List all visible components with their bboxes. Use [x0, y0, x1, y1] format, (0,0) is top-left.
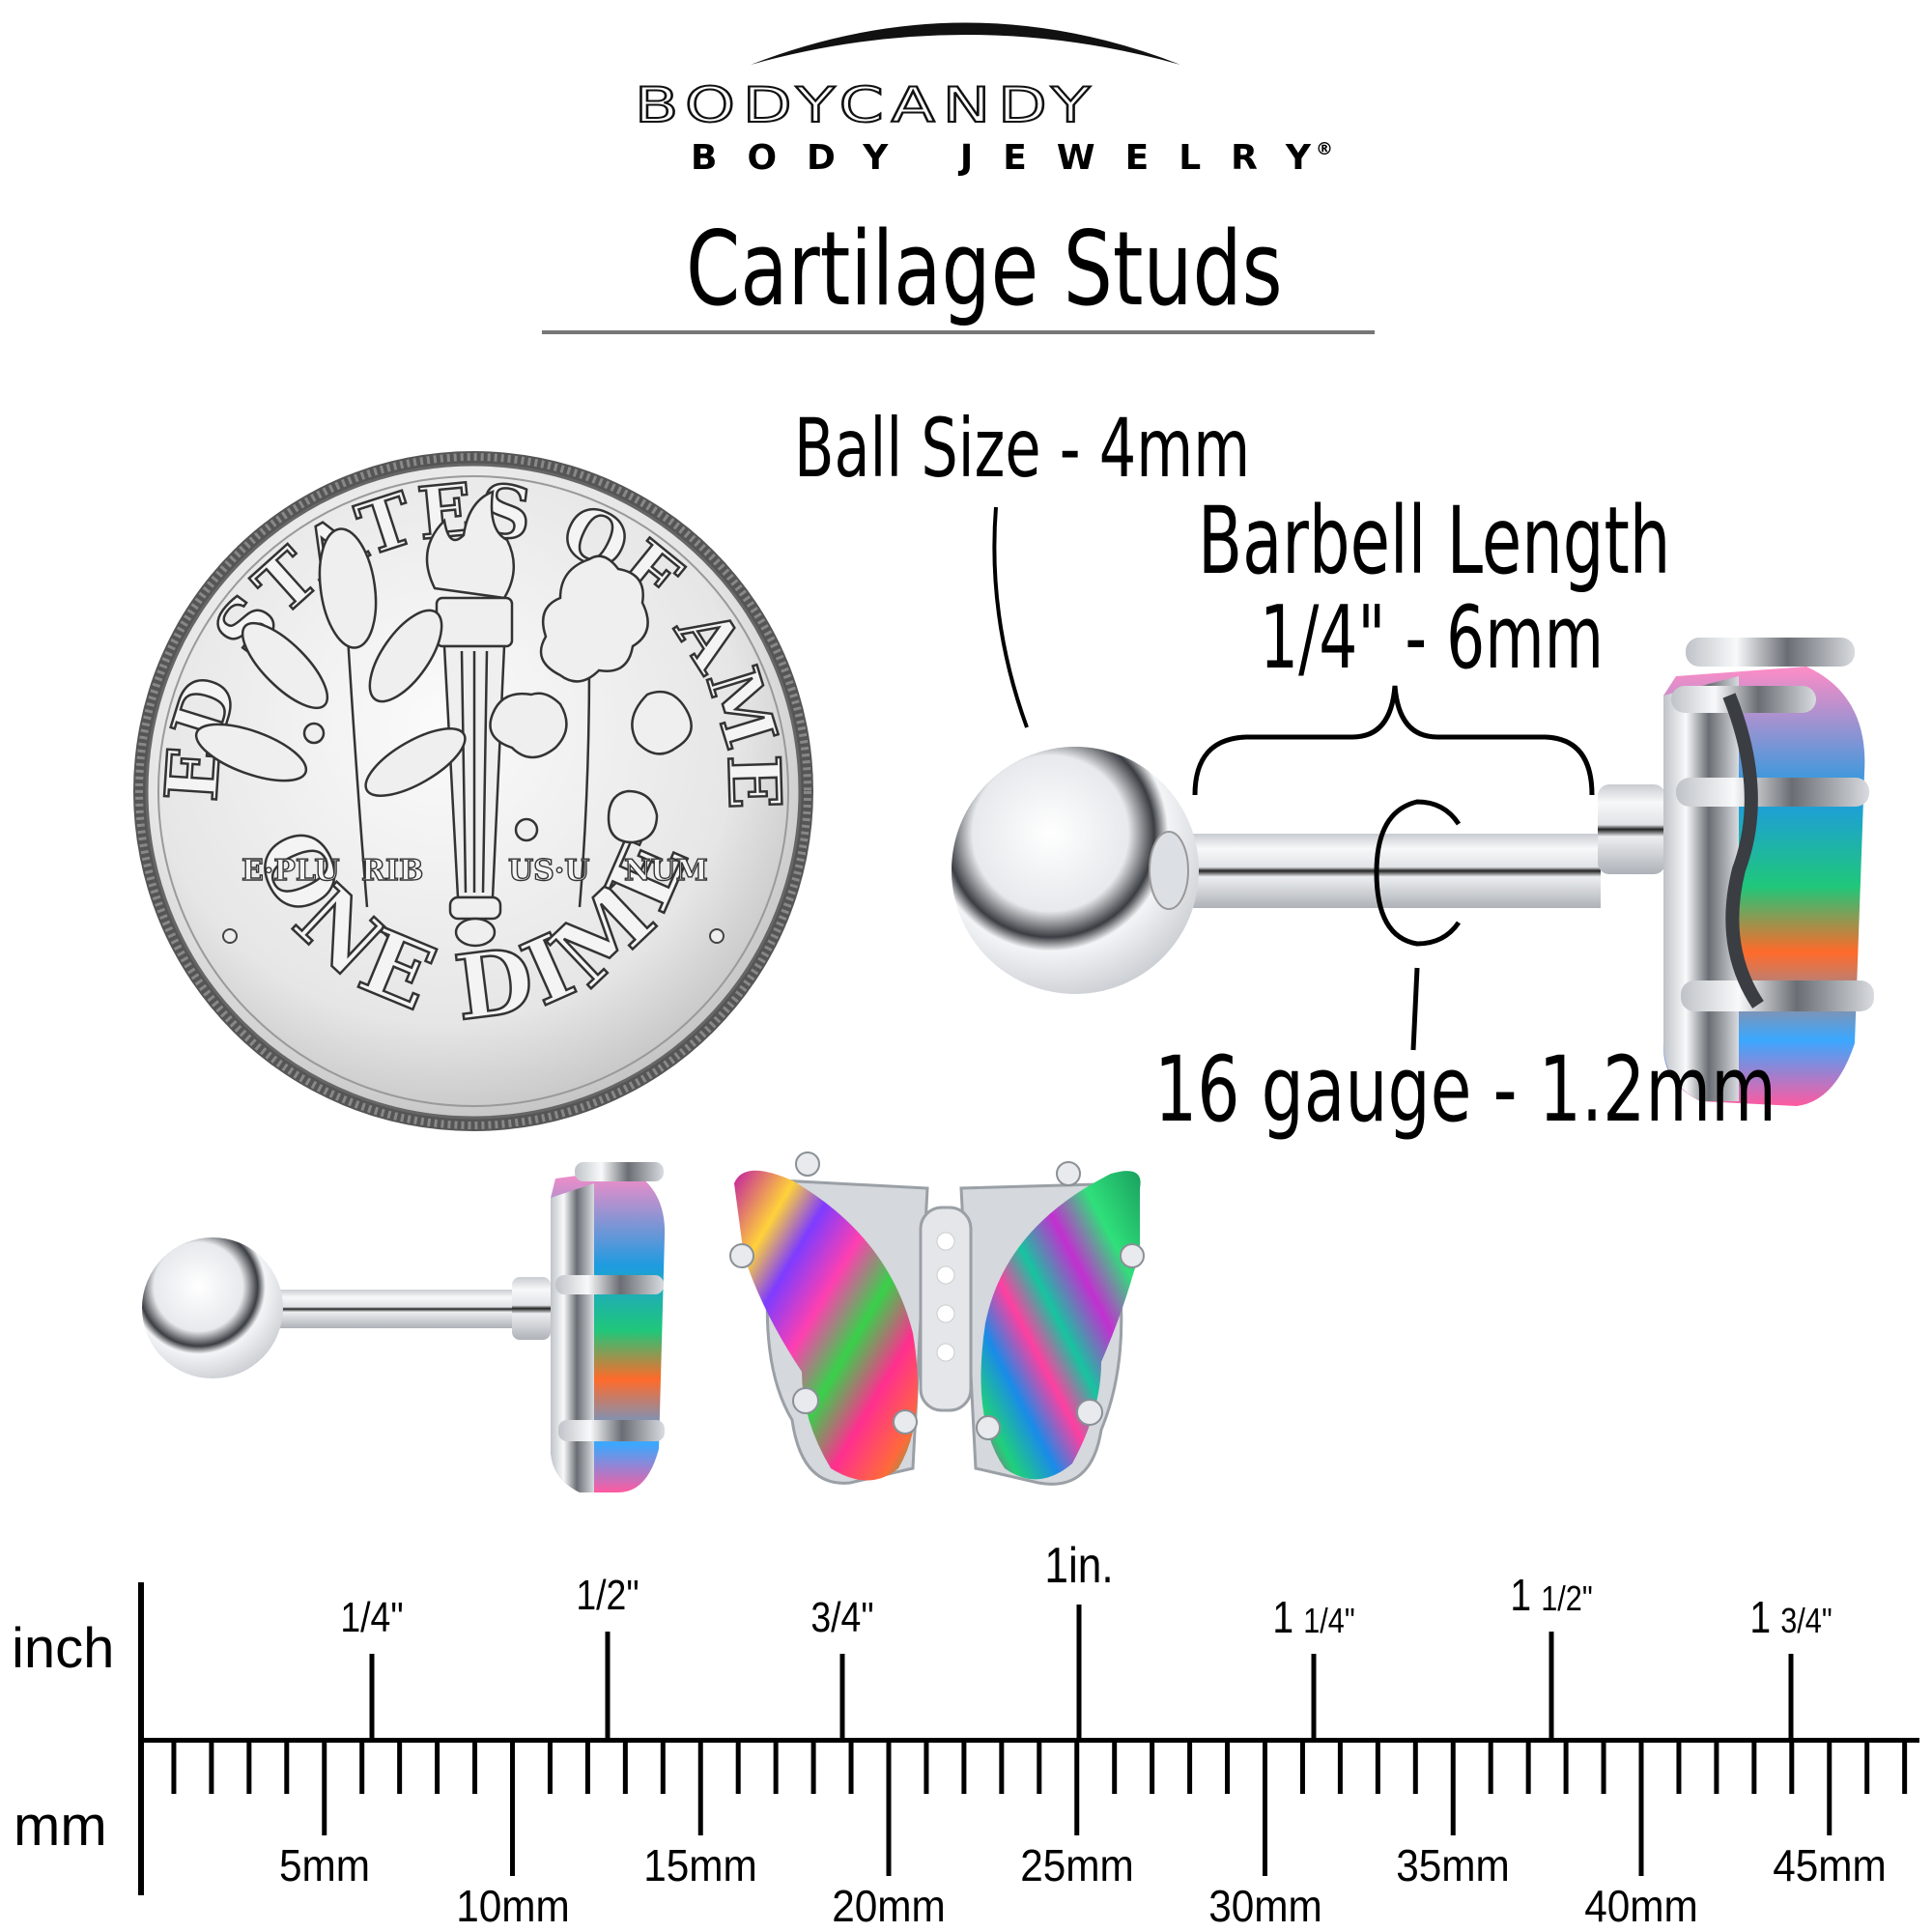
- olive-branch-icon: [194, 527, 467, 908]
- mm-label: 10mm: [455, 1881, 570, 1931]
- ruler-mm-label: mm: [14, 1795, 107, 1858]
- inch-label: 1/4": [340, 1594, 404, 1641]
- inch-label: 3/4": [810, 1594, 874, 1641]
- brand-name: BODYCANDY: [634, 77, 1098, 133]
- mm-label: 15mm: [643, 1840, 758, 1890]
- coin-motto-2: RIB: [361, 854, 423, 888]
- barbell-bar: [1183, 834, 1601, 908]
- registered-mark: ®: [1315, 139, 1333, 159]
- mm-label: 45mm: [1772, 1840, 1887, 1890]
- coin-motto-4: NUM: [624, 854, 708, 888]
- mm-label: 20mm: [832, 1881, 946, 1931]
- mm-label: 40mm: [1584, 1881, 1698, 1931]
- inch-label: 1in.: [1044, 1538, 1114, 1594]
- page-title: Cartilage Studs: [686, 210, 1283, 328]
- gauge-leader-line: [1410, 967, 1420, 1051]
- logo-arc-icon: [751, 22, 1180, 65]
- dime-coin: UNITED STATES OF AMERICA ONE DIME E·PLU: [91, 377, 813, 1131]
- ruler-inch-label: inch: [12, 1617, 115, 1680]
- brand-subtitle: BODY JEWELRY®: [691, 141, 1358, 176]
- coin-motto-3: US·U: [508, 854, 589, 888]
- torch-icon: [425, 490, 516, 948]
- barbell-length-label: Barbell Length: [1198, 487, 1671, 595]
- ball-size-label: Ball Size - 4mm: [794, 401, 1251, 496]
- mm-label: 5mm: [278, 1840, 370, 1890]
- coin-motto-1: E·PLU: [242, 854, 339, 888]
- brand-subtitle-text: BODY JEWELRY: [691, 138, 1341, 178]
- oak-branch-icon: [489, 554, 693, 908]
- mm-label: 25mm: [1019, 1840, 1134, 1890]
- barbell-collar: [1598, 784, 1665, 874]
- gauge-ring-indicator: [1374, 799, 1462, 947]
- mm-label: 30mm: [1208, 1881, 1322, 1931]
- gauge-label: 16 gauge - 1.2mm: [1154, 1037, 1776, 1143]
- mm-label: 35mm: [1396, 1840, 1511, 1890]
- barbell-length-value: 1/4" - 6mm: [1260, 587, 1604, 689]
- inch-label: 1/2": [576, 1572, 639, 1619]
- ruler-baseline: [138, 1738, 1919, 1743]
- barbell-ball: [952, 747, 1199, 994]
- title-underline: [542, 330, 1375, 334]
